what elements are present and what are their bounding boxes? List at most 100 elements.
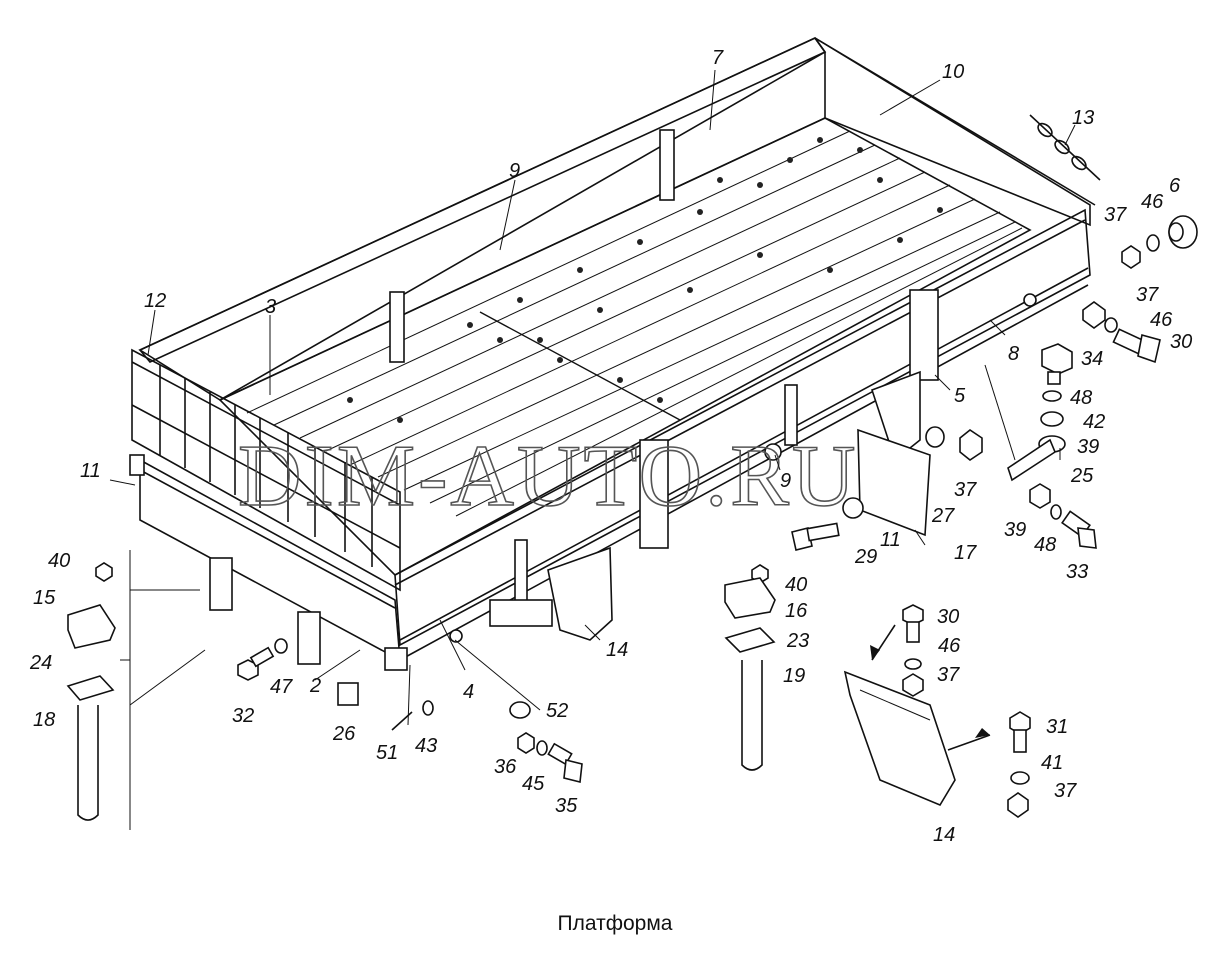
clamp-16: [724, 577, 776, 619]
block-26: [337, 682, 359, 706]
nut-37-a: [1121, 245, 1141, 269]
callout-6: 6: [1169, 175, 1181, 197]
callout-39: 39: [1004, 519, 1026, 541]
callout-11: 11: [80, 460, 101, 482]
stake-left-2: [659, 129, 675, 201]
left-side-board: [138, 36, 827, 401]
watermark: DIM-AUTO.RU: [238, 428, 858, 525]
bracket-14: [547, 546, 613, 641]
stake-left: [389, 291, 405, 363]
callout-34: 34: [1081, 348, 1103, 370]
part-52: [509, 701, 531, 719]
figure-caption: Платформа: [557, 912, 673, 935]
platform-floor: [218, 117, 1032, 576]
mudguard-17: [857, 428, 931, 537]
callout-40: 40: [48, 550, 70, 572]
callout-46: 46: [1141, 191, 1164, 213]
callout-41: 41: [1041, 752, 1063, 774]
washer-48-a: [1042, 390, 1062, 402]
callout-46: 46: [1150, 309, 1173, 331]
front-board: [814, 37, 1091, 227]
bolt-30-a: [1112, 328, 1161, 364]
callout-12: 12: [144, 290, 166, 312]
callout-40: 40: [785, 574, 807, 596]
callout-14: 14: [606, 639, 628, 661]
callout-35: 35: [555, 795, 578, 817]
callout-37: 37: [937, 664, 960, 686]
callout-51: 51: [376, 742, 398, 764]
callout-43: 43: [415, 735, 437, 757]
bolt-34: [1041, 343, 1073, 385]
chain-13: [1029, 114, 1101, 181]
callout-42: 42: [1083, 411, 1105, 433]
clamp-15: [67, 604, 116, 649]
callout-9: 9: [509, 160, 520, 182]
callout-26: 26: [332, 723, 356, 745]
callout-4: 4: [463, 681, 474, 703]
callout-33: 33: [1066, 561, 1088, 583]
callout-37: 37: [1136, 284, 1159, 306]
callout-47: 47: [270, 676, 293, 698]
callout-16: 16: [785, 600, 808, 622]
callout-46: 46: [938, 635, 961, 657]
callouts: 7 10 13 9 6 37 46 12 3 37 46 30 8 34 48 …: [29, 47, 1192, 846]
nut-37-b: [1082, 301, 1106, 329]
nut-39-b: [1029, 483, 1051, 509]
callout-37: 37: [1104, 204, 1127, 226]
bolt-32: [237, 646, 275, 681]
plate-23: [724, 627, 776, 653]
callout-37: 37: [954, 479, 977, 501]
callout-36: 36: [494, 756, 517, 778]
callout-48: 48: [1070, 387, 1092, 409]
right-side-board: [394, 208, 1091, 647]
callout-31: 31: [1046, 716, 1068, 738]
washer-46-a: [1146, 234, 1160, 252]
washer-42: [1040, 411, 1064, 427]
callout-45: 45: [522, 773, 545, 795]
bolt-30-b: [902, 604, 924, 643]
callout-10: 10: [942, 61, 964, 83]
bolt-35: [547, 742, 583, 783]
callout-25: 25: [1070, 465, 1094, 487]
callout-30: 30: [1170, 331, 1192, 353]
callout-3: 3: [265, 296, 276, 318]
callout-23: 23: [786, 630, 809, 652]
u-bolt-18: [77, 705, 99, 821]
rack-grille: [131, 348, 401, 592]
nut-40-a: [95, 562, 113, 582]
callout-14: 14: [933, 824, 955, 846]
callout-19: 19: [783, 665, 805, 687]
u-bolt-19: [741, 660, 763, 771]
bolt-31: [1009, 711, 1031, 753]
callout-52: 52: [546, 700, 568, 722]
callout-18: 18: [33, 709, 55, 731]
pin-51: [391, 711, 413, 731]
stake-right: [514, 539, 528, 606]
callout-24: 24: [29, 652, 52, 674]
callout-39: 39: [1077, 436, 1099, 458]
bolt-33: [1061, 510, 1097, 549]
plate-24: [66, 675, 115, 701]
callout-30: 30: [937, 606, 959, 628]
bolt-29: [791, 522, 840, 551]
callout-13: 13: [1072, 107, 1094, 129]
callout-5: 5: [954, 385, 966, 407]
callout-2: 2: [309, 675, 321, 697]
callout-9: 9: [780, 470, 791, 492]
callout-7: 7: [712, 47, 724, 69]
bracket-14-b: [843, 670, 956, 807]
callout-48: 48: [1034, 534, 1056, 556]
nut-37-c: [959, 429, 983, 461]
bushing-6: [1168, 215, 1198, 249]
plate-25: [1007, 438, 1056, 482]
loose-parts: [66, 114, 1198, 821]
platform-body: [129, 36, 1096, 671]
stake-right-2: [784, 384, 798, 446]
callout-17: 17: [954, 542, 977, 564]
callout-37: 37: [1054, 780, 1077, 802]
callout-29: 29: [854, 546, 877, 568]
callout-15: 15: [33, 587, 56, 609]
callout-11: 11: [880, 529, 901, 551]
leader-lines: [109, 69, 1076, 830]
